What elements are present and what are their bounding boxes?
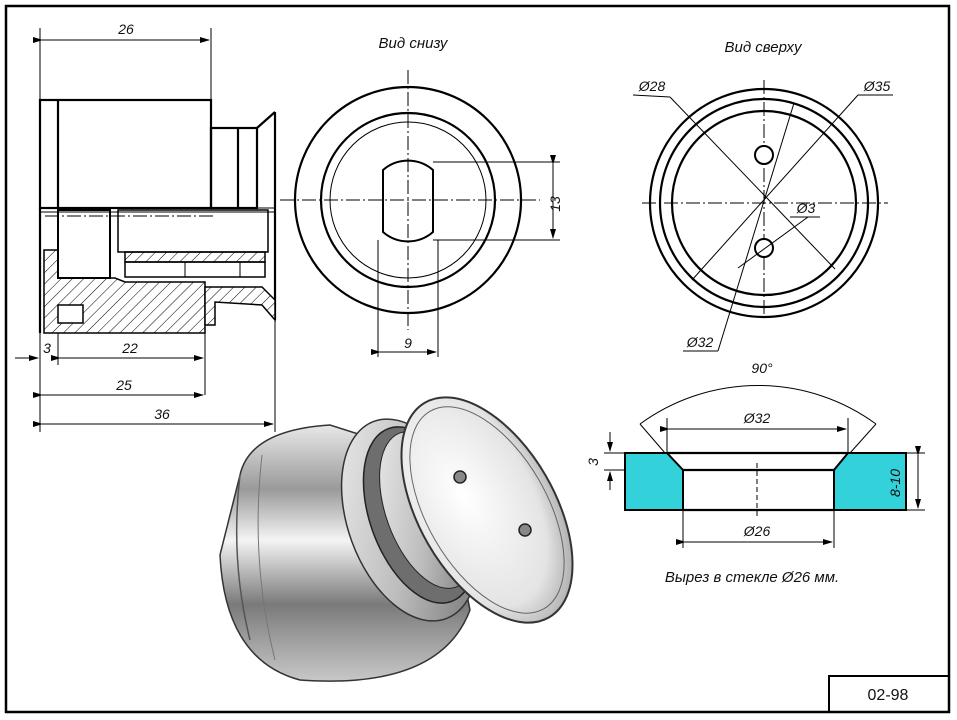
dim-d28: Ø28 (638, 78, 666, 94)
dim-d32: Ø32 (686, 334, 714, 350)
dim-d35: Ø35 (863, 78, 891, 94)
top-view-title: Вид сверху (725, 39, 803, 56)
dim-3-cutout: 3 (585, 458, 601, 466)
side-section-view: 26 3 22 25 36 (15, 21, 277, 432)
dim-d26: Ø26 (743, 523, 771, 539)
drawing-code: 02-98 (868, 687, 909, 704)
render-disk (400, 396, 574, 624)
dim-d32-cutout: Ø32 (743, 410, 771, 426)
dim-13: 13 (547, 196, 563, 212)
title-block (828, 675, 949, 712)
dim-90deg: 90° (751, 360, 773, 376)
bottom-view: Вид снизу 13 9 (280, 35, 563, 357)
render-screw-hole (453, 470, 467, 484)
dim-36: 36 (154, 406, 170, 422)
dim-26: 26 (117, 21, 134, 37)
glass-left (624, 452, 684, 511)
render-screw-hole (518, 523, 532, 537)
dim-25: 25 (115, 377, 132, 393)
dim-8-10: 8-10 (887, 469, 903, 497)
bottom-view-title: Вид снизу (379, 35, 449, 52)
dim-22: 22 (121, 340, 138, 356)
body-upper (38, 98, 213, 210)
glass-right (833, 452, 907, 511)
glass-cutout-view: 90° Ø32 8-10 3 Ø26 Вырез в стекле Ø26 мм… (585, 360, 925, 586)
dim-9: 9 (404, 335, 412, 351)
dim-3: 3 (43, 340, 51, 356)
top-view: Вид сверху Ø28 Ø35 Ø3 Ø32 (632, 39, 893, 352)
cutout-caption: Вырез в стекле Ø26 мм. (665, 569, 839, 586)
drawing-frame (4, 4, 951, 714)
dim-d3: Ø3 (796, 200, 816, 216)
render-3d (219, 396, 574, 682)
angle-arc (639, 384, 877, 425)
